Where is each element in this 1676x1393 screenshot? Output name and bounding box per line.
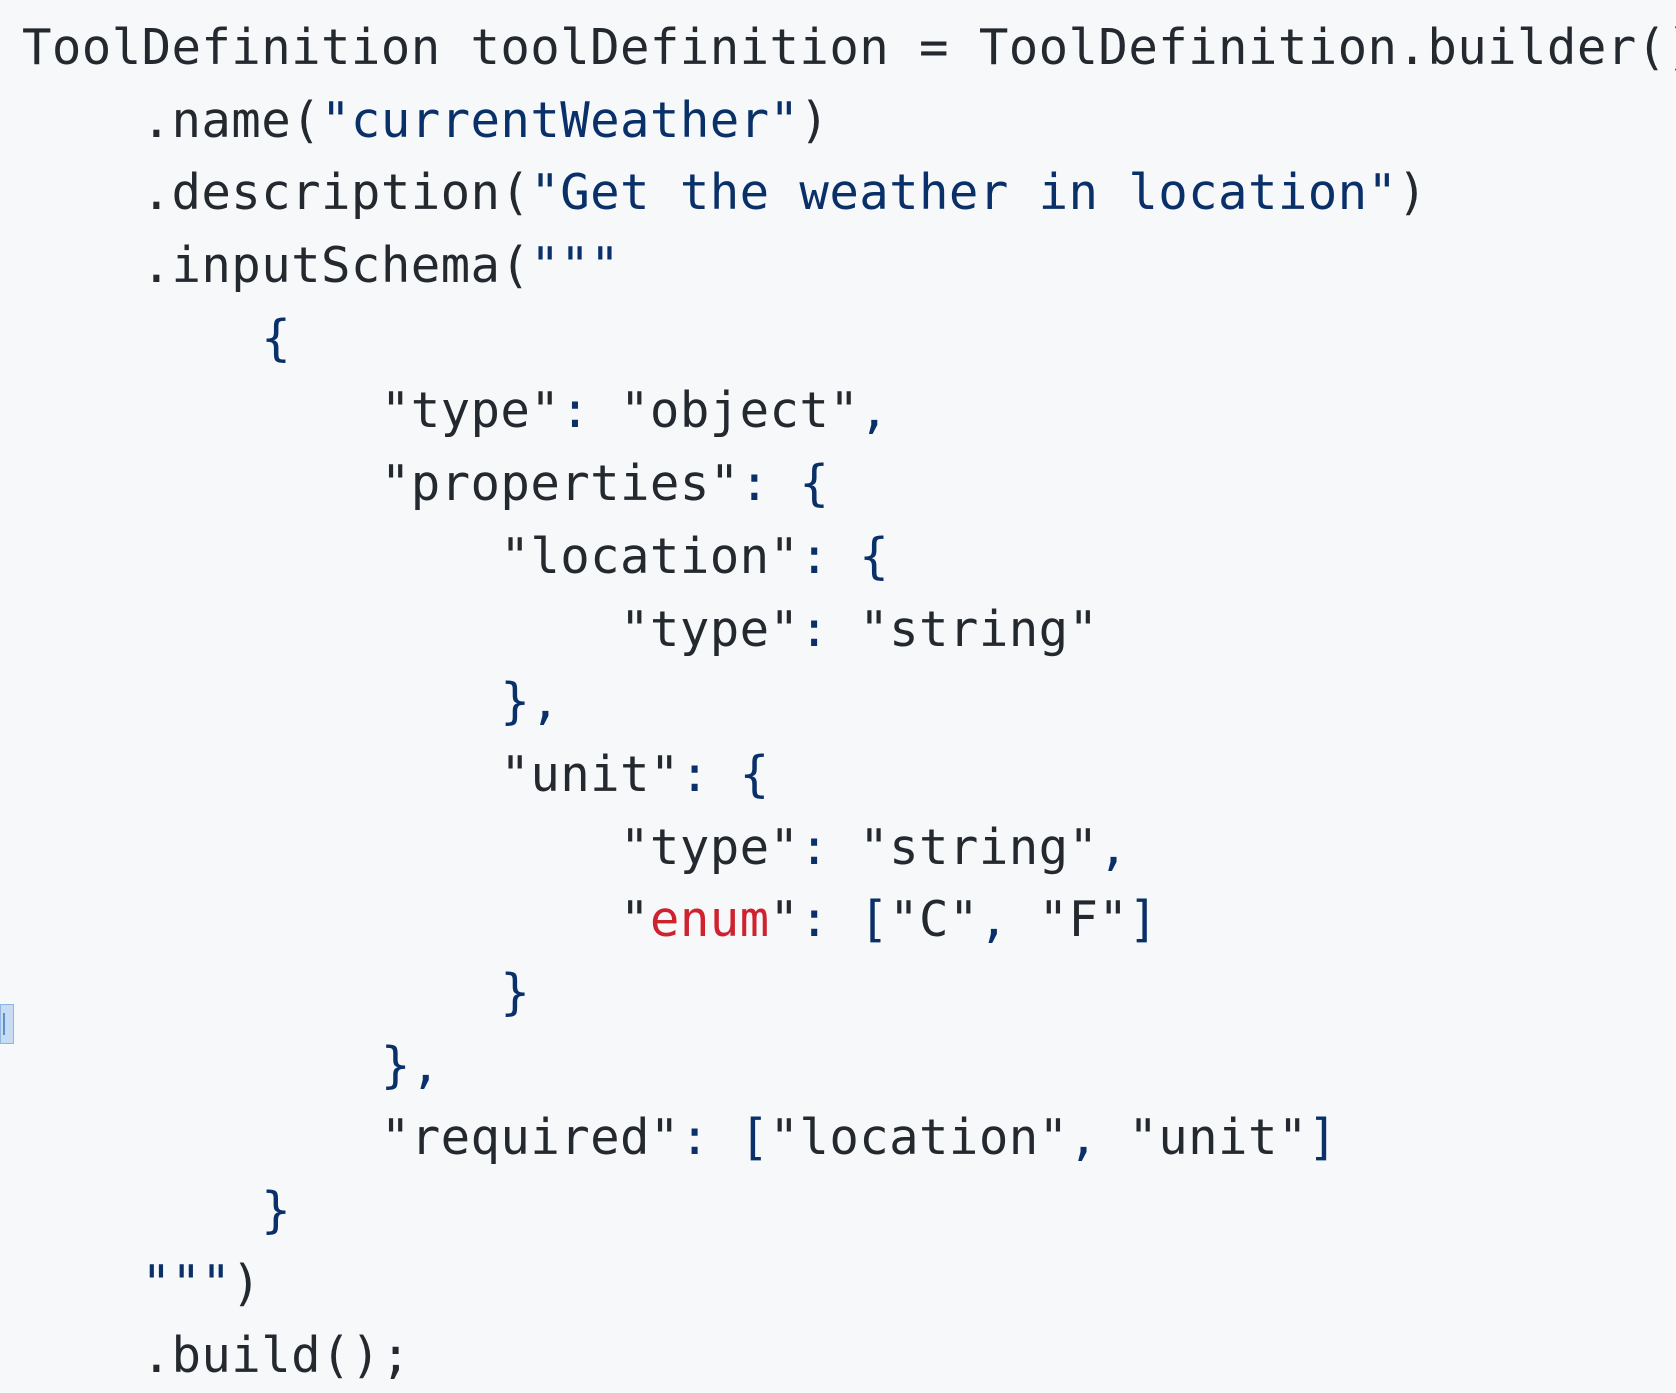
code-indent bbox=[22, 528, 500, 585]
code-token: " bbox=[769, 891, 800, 949]
code-token: : [ bbox=[679, 1109, 770, 1167]
code-token: .build(); bbox=[141, 1327, 411, 1385]
code-indent bbox=[22, 601, 620, 658]
code-indent bbox=[22, 92, 142, 149]
code-indent bbox=[22, 746, 500, 803]
code-indent bbox=[22, 964, 500, 1021]
code-token: "F" bbox=[1038, 891, 1129, 949]
code-indent bbox=[22, 1182, 261, 1239]
code-token: "location" bbox=[769, 1109, 1069, 1167]
code-token: "string" bbox=[859, 600, 1099, 658]
code-line: "type": "string" bbox=[22, 594, 1676, 667]
code-token: ) bbox=[799, 91, 830, 149]
code-line: "type": "string", bbox=[22, 812, 1676, 885]
gutter-marker-icon[interactable] bbox=[0, 1004, 14, 1044]
code-token: "object" bbox=[620, 382, 860, 440]
code-indent bbox=[22, 1255, 142, 1312]
code-token: ) bbox=[231, 1254, 262, 1312]
code-line: .name("currentWeather") bbox=[22, 85, 1676, 158]
code-token: ) bbox=[1397, 164, 1428, 222]
code-line: "properties": { bbox=[22, 448, 1676, 521]
code-indent bbox=[22, 673, 500, 730]
code-line: }, bbox=[22, 1030, 1676, 1103]
code-token: "C" bbox=[889, 891, 979, 949]
code-indent bbox=[22, 819, 620, 876]
code-token: ] bbox=[1128, 891, 1159, 949]
code-token: "location" bbox=[500, 527, 800, 585]
code-line: "location": { bbox=[22, 521, 1676, 594]
code-token: } bbox=[500, 963, 531, 1021]
code-line: "type": "object", bbox=[22, 375, 1676, 448]
code-token: .description( bbox=[141, 164, 531, 222]
code-token: "properties" bbox=[380, 455, 740, 513]
code-token: : bbox=[560, 382, 621, 440]
code-token: } bbox=[261, 1182, 292, 1239]
code-token: : bbox=[799, 818, 860, 876]
code-token: """ bbox=[530, 237, 621, 295]
code-token: "type" bbox=[380, 382, 561, 440]
code-indent bbox=[22, 310, 261, 367]
code-token: }, bbox=[500, 673, 561, 731]
code-line: } bbox=[22, 1175, 1676, 1248]
code-line: """) bbox=[22, 1248, 1676, 1321]
code-line: } bbox=[22, 957, 1676, 1030]
code-token: "Get the weather in location" bbox=[530, 164, 1398, 222]
code-token: : bbox=[799, 600, 860, 658]
code-indent bbox=[22, 164, 142, 221]
code-line: "enum": ["C", "F"] bbox=[22, 884, 1676, 957]
code-token: " bbox=[620, 891, 650, 949]
code-token: "unit" bbox=[1128, 1109, 1308, 1167]
code-token: "type" bbox=[620, 600, 800, 658]
code-token: "type" bbox=[620, 818, 800, 876]
code-line: "required": ["location", "unit"] bbox=[22, 1102, 1676, 1175]
code-line: ToolDefinition toolDefinition = ToolDefi… bbox=[22, 12, 1676, 85]
code-indent bbox=[22, 382, 381, 439]
code-indent bbox=[22, 455, 381, 512]
code-line: { bbox=[22, 303, 1676, 376]
code-token: }, bbox=[380, 1036, 441, 1094]
code-line: "unit": { bbox=[22, 739, 1676, 812]
code-token: , bbox=[978, 891, 1039, 949]
gutter-marker-glyph bbox=[3, 1013, 13, 1035]
code-token: .name( bbox=[141, 91, 322, 149]
code-token: "required" bbox=[380, 1109, 680, 1167]
code-token: : [ bbox=[799, 891, 890, 949]
code-token: : { bbox=[739, 455, 830, 513]
code-line: .inputSchema(""" bbox=[22, 230, 1676, 303]
code-token: """ bbox=[141, 1254, 232, 1312]
code-indent bbox=[22, 237, 142, 294]
code-indent bbox=[22, 1037, 381, 1094]
code-indent bbox=[22, 891, 620, 948]
code-token: .inputSchema( bbox=[141, 237, 531, 295]
code-indent bbox=[22, 1109, 381, 1166]
code-token: : { bbox=[679, 745, 770, 803]
code-token: ] bbox=[1307, 1109, 1338, 1167]
code-line: .description("Get the weather in locatio… bbox=[22, 157, 1676, 230]
code-token: , bbox=[1068, 1109, 1129, 1167]
code-token: "unit" bbox=[500, 745, 680, 803]
code-indent bbox=[22, 1327, 142, 1384]
code-token: , bbox=[859, 382, 890, 440]
code-token: enum bbox=[649, 891, 770, 949]
code-token: { bbox=[261, 309, 292, 367]
code-token: , bbox=[1098, 818, 1129, 876]
code-line: }, bbox=[22, 666, 1676, 739]
code-token: "currentWeather" bbox=[321, 91, 800, 149]
code-line: .build(); bbox=[22, 1320, 1676, 1393]
code-token: : { bbox=[799, 527, 890, 585]
code-token: "string" bbox=[859, 818, 1099, 876]
code-token: ToolDefinition toolDefinition = ToolDefi… bbox=[22, 19, 1676, 76]
